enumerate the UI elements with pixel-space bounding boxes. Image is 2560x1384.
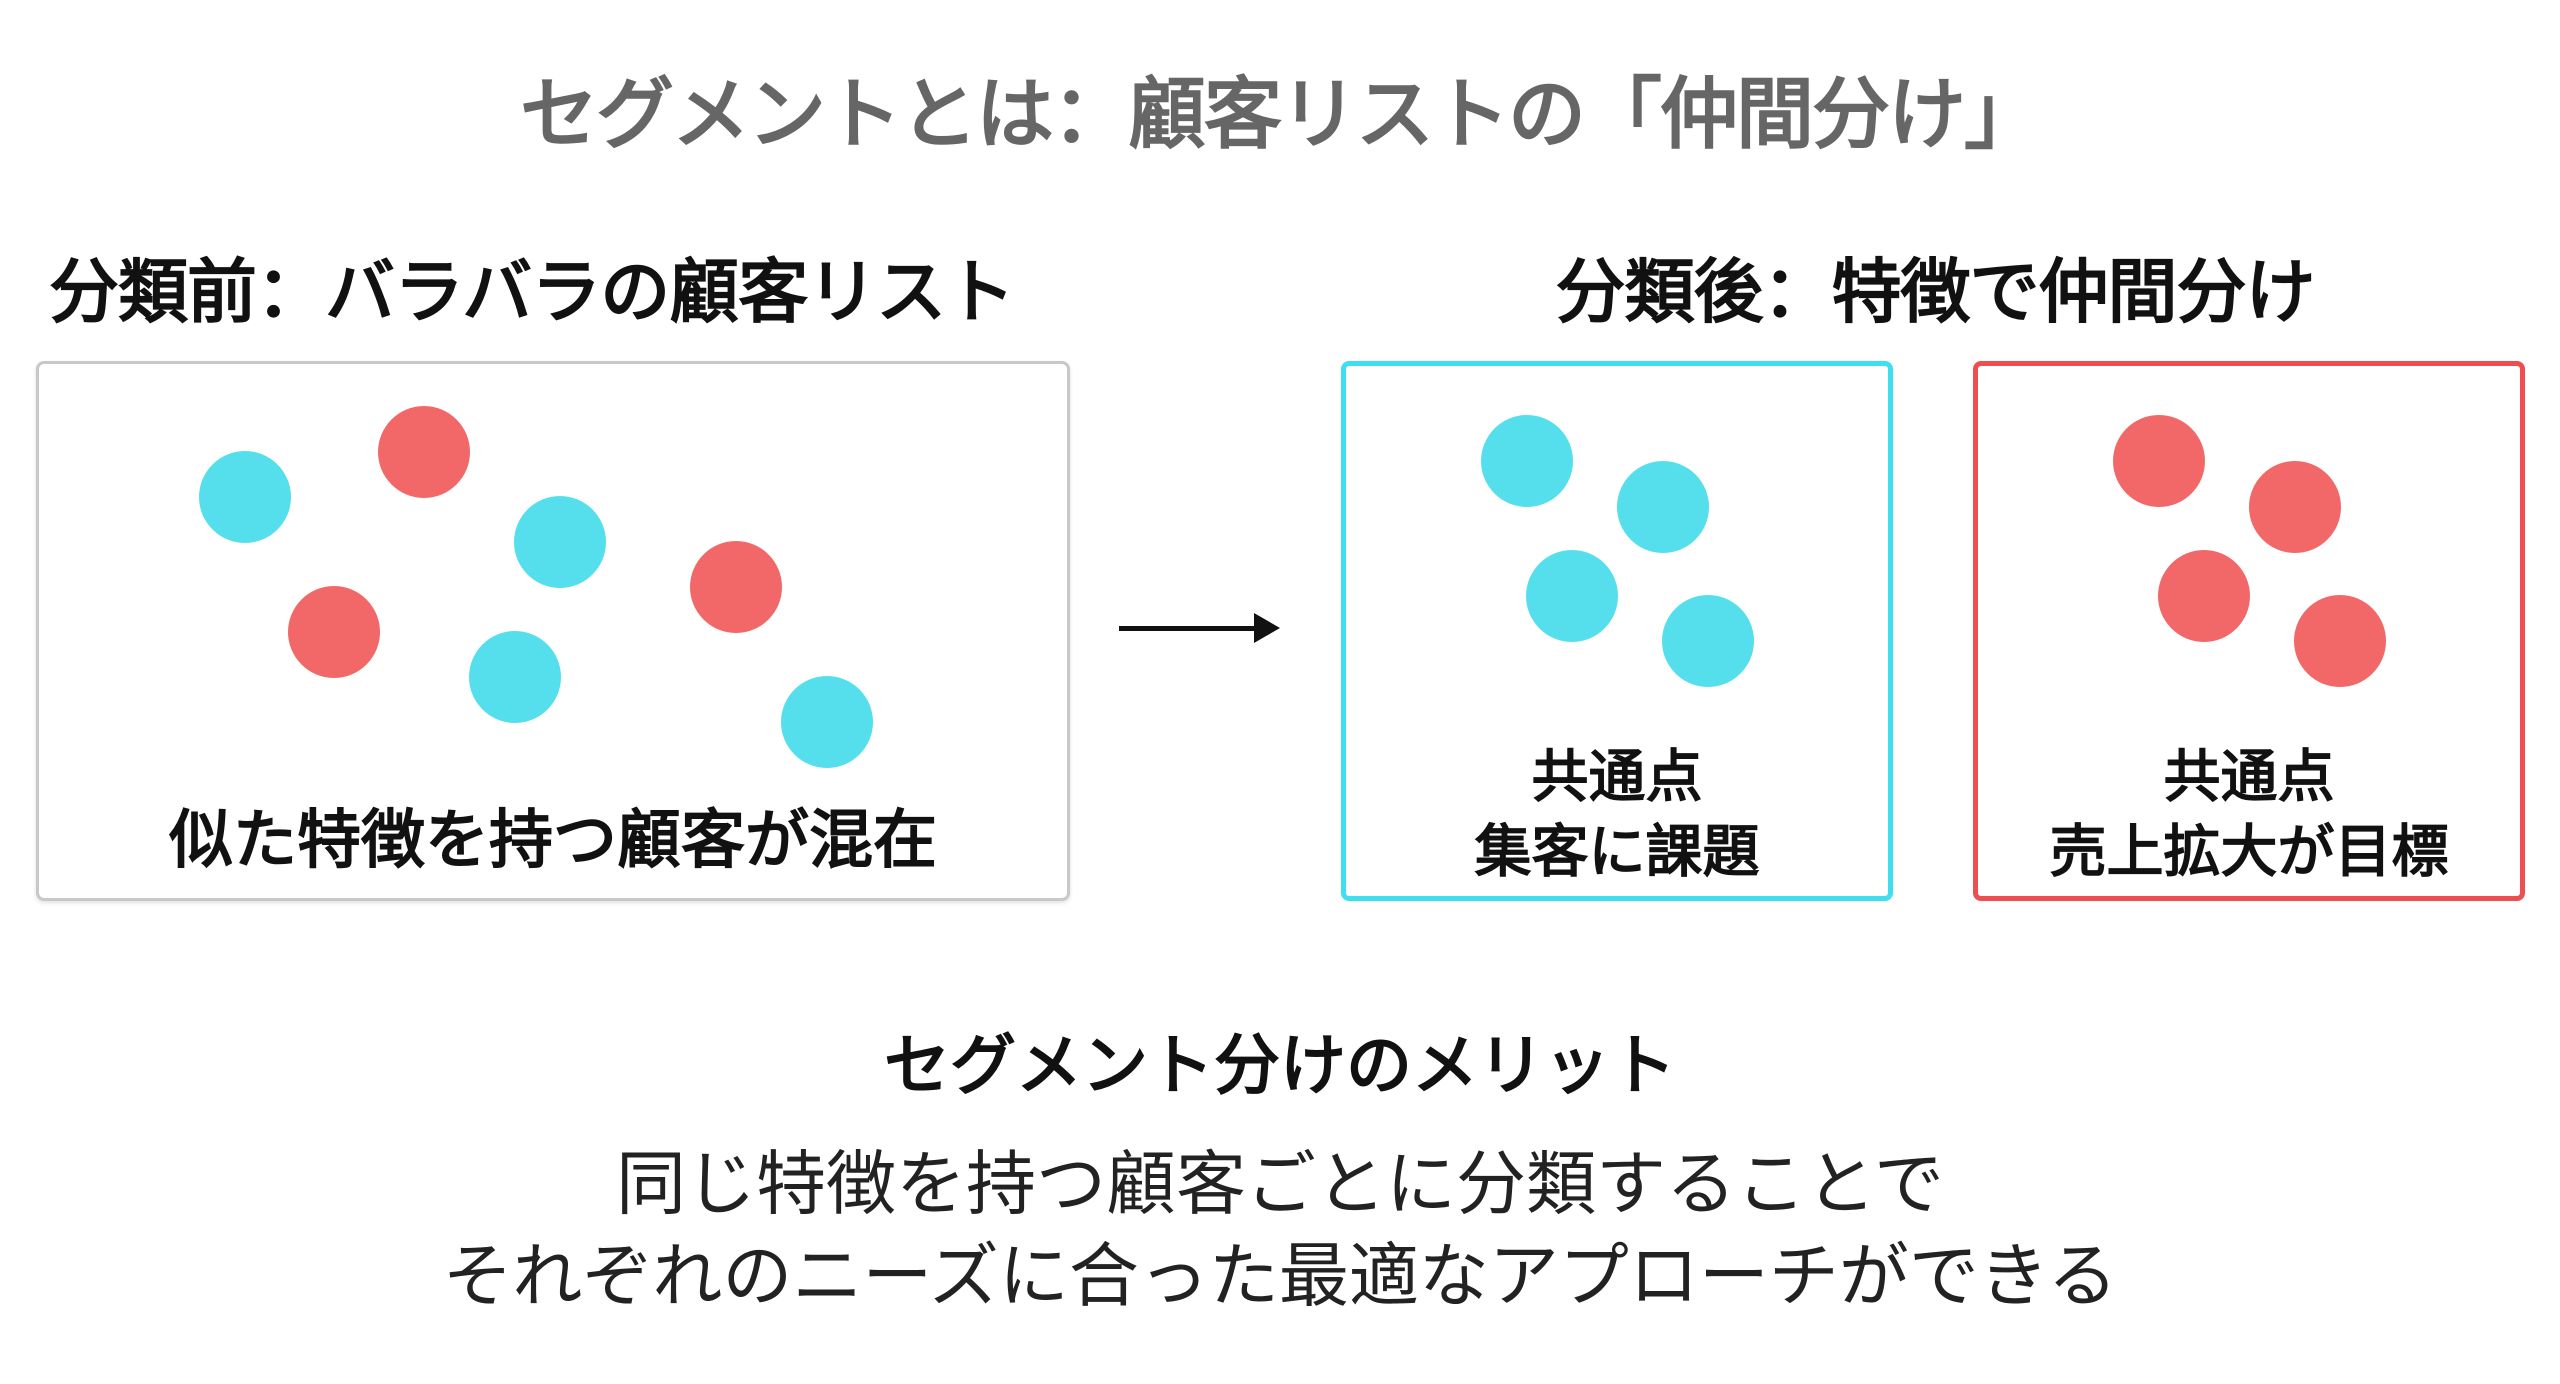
merit-heading: セグメント分けのメリット	[884, 1027, 1676, 1104]
customer-dot-red	[2294, 595, 2386, 687]
group-box-red: 共通点 売上拡大が目標	[1973, 361, 2525, 901]
merit-line2: それぞれのニーズに合った最適なアプローチができる	[442, 1235, 2118, 1317]
before-caption: 似た特徴を持つ顧客が混在	[169, 804, 937, 878]
merit-line1: 同じ特徴を持つ顧客ごとに分類することで	[616, 1143, 1944, 1225]
customer-dot-cyan	[1526, 550, 1618, 642]
customer-dot-red	[2158, 550, 2250, 642]
customer-dot-red	[2113, 415, 2205, 507]
customer-dot-cyan	[199, 451, 291, 543]
after-heading: 分類後：特徴で仲間分け	[1555, 251, 2316, 333]
customer-dot-red	[2249, 461, 2341, 553]
customer-dot-cyan	[1481, 415, 1573, 507]
group-caption-line2: 売上拡大が目標	[2049, 819, 2449, 885]
arrow-right-icon	[1254, 613, 1280, 643]
customer-dot-cyan	[1662, 595, 1754, 687]
customer-dot-cyan	[514, 496, 606, 588]
customer-dot-cyan	[469, 631, 561, 723]
customer-dot-cyan	[1617, 461, 1709, 553]
customer-dot-red	[690, 541, 782, 633]
group-box-cyan: 共通点 集客に課題	[1341, 361, 1893, 901]
customer-dot-red	[378, 406, 470, 498]
group-caption-line1: 共通点	[2163, 744, 2335, 810]
group-caption-line1: 共通点	[1531, 744, 1703, 810]
customer-dot-cyan	[781, 676, 873, 768]
group-caption-line2: 集客に課題	[1474, 819, 1760, 885]
before-heading: 分類前：バラバラの顧客リスト	[49, 251, 1015, 333]
customer-dot-red	[288, 586, 380, 678]
page-title: セグメントとは：顧客リストの「仲間分け」	[519, 70, 2042, 160]
before-box: 似た特徴を持つ顧客が混在	[36, 361, 1070, 901]
arrow-line	[1119, 626, 1259, 631]
